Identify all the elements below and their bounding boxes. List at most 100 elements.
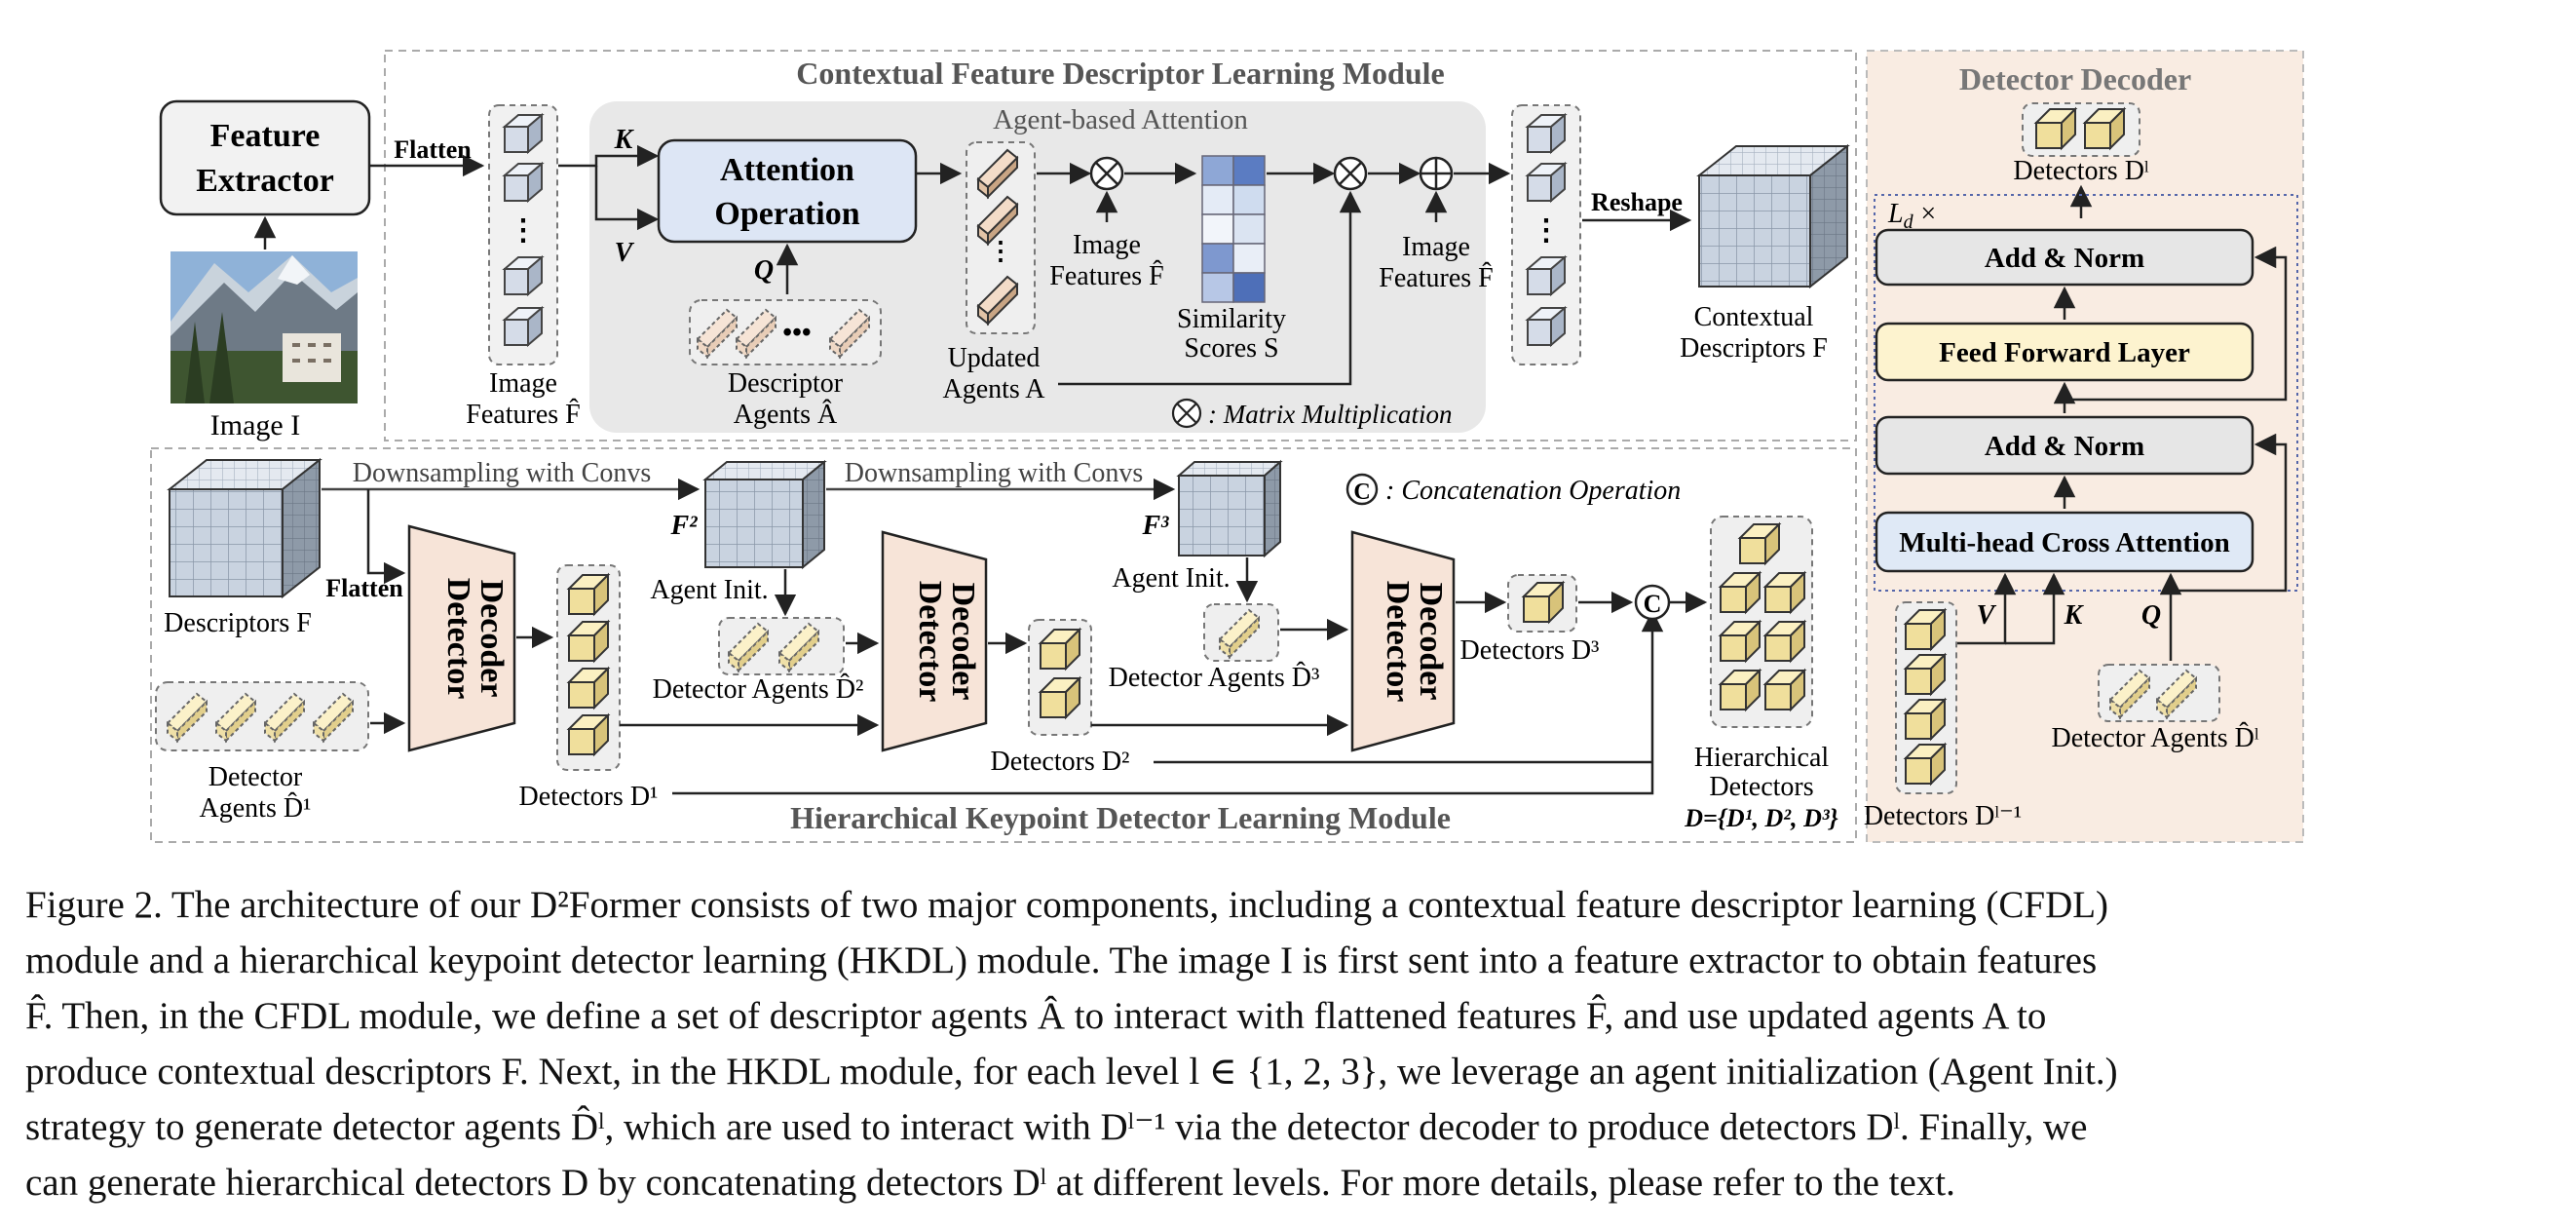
f3-cube [1176,459,1283,558]
descriptor-agents-label-2: Agents Â [734,400,838,430]
hier-detectors-label-2: Detectors [1709,772,1813,802]
caption-line: strategy to generate detector agents D̂ˡ… [25,1106,2088,1148]
architecture-figure: Contextual Feature Descriptor Learning M… [150,50,2304,843]
feature-extractor-box [159,99,371,216]
ld-label: L [1887,199,1904,229]
mhca-box [1875,511,2254,573]
hkdl-title: Hierarchical Keypoint Detector Learning … [790,800,1451,835]
descriptors-F-label: Descriptors F [164,608,312,638]
detector-agents-1-label-2: Agents D̂¹ [200,793,312,824]
concat-legend-text: : Concatenation Operation [1385,476,1681,506]
similarity-scores [1201,155,1266,303]
q-label: Q [754,255,774,286]
contextual-desc-label-2: Descriptors F [1680,333,1828,364]
flatten-label-top: Flatten [394,135,472,164]
contextual-desc-label-1: Contextual [1694,302,1814,332]
detectors-3-label: Detectors D³ [1460,635,1600,666]
add-norm-1-box [1875,228,2254,287]
decoder-1-label-1: Detector [440,578,476,700]
image-features-label-2: Features F̂ [466,400,580,430]
f2-cube [702,459,827,570]
similarity-label-2: Scores S [1184,333,1278,364]
detector-agents-2-label: Detector Agents D̂² [653,674,864,705]
decoder-agents-label: Detector Agents D̂ˡ [2051,723,2258,753]
caption-line: module and a hierarchical keypoint detec… [25,940,2098,981]
contextual-descriptors-cube [1696,143,1850,289]
reshape-label: Reshape [1591,188,1683,216]
feature-extractor-label-2: Extractor [196,163,334,199]
svg-text:⋮: ⋮ [1532,214,1561,247]
f3-label: F³ [1141,511,1169,541]
figure-caption: Figure 2. The architecture of our D²Form… [25,877,2442,1210]
input-image [170,251,358,403]
image-features-2-label-1: Image [1073,230,1141,260]
concat-legend-icon: C [1345,473,1379,506]
image-features-3-label-1: Image [1402,232,1470,262]
decoder-panel-title: Detector Decoder [1959,61,2191,96]
svg-text:C: C [1644,590,1662,618]
decoder-v-label: V [1977,600,1997,631]
f2-label: F² [669,511,698,541]
downsampling-label-1: Downsampling with Convs [353,458,651,488]
decoder-q-label: Q [2141,600,2161,631]
similarity-label-1: Similarity [1177,304,1286,334]
caption-line: F̂. Then, in the CFDL module, we define … [25,995,2047,1037]
decoder-k-label: K [2064,600,2085,631]
agent-init-2-label: Agent Init. [1112,563,1230,594]
detector-decoder-2 [881,530,988,752]
detectors-in-label: Detectors Dˡ⁻¹ [1864,801,2022,831]
matmul-icon-1 [1089,156,1124,191]
mhca-label: Multi-head Cross Attention [1899,527,2229,558]
hkdl-module: Hierarchical Keypoint Detector Learning … [150,447,1857,843]
hier-detectors-label-1: Hierarchical [1694,743,1830,773]
ffn-box [1875,322,2254,382]
detector-agents-3-label: Detector Agents D̂³ [1109,663,1320,693]
k-label: K [614,125,635,155]
add-icon [1419,156,1454,191]
ld-times: × [1919,199,1938,229]
updated-agents-label-1: Updated [948,343,1041,373]
decoder-2-label-2: Decoder [945,583,981,701]
agent-attention-title: Agent-based Attention [993,104,1248,135]
attention-op-label-2: Operation [714,196,859,232]
hier-detectors-label-3: D={D¹, D², D³} [1684,804,1837,832]
svg-text:C: C [1353,480,1370,505]
attention-operation-box [657,138,918,244]
detectors-1-label: Detectors D¹ [519,782,659,812]
ld-stack-box [1874,194,2298,592]
descriptor-agents-label-1: Descriptor [728,368,844,399]
svg-text:⋮: ⋮ [509,214,538,247]
feature-extractor-label-1: Feature [210,118,321,154]
caption-line: produce contextual descriptors F. Next, … [25,1051,2118,1093]
detector-decoder-3 [1350,530,1456,752]
svg-text:Ld×: Ld× [1887,199,1937,233]
descriptors-cube [167,457,322,599]
detector-agents-1-label-1: Detector [208,762,303,792]
svg-text:⋮: ⋮ [988,237,1013,265]
matmul-icon-2 [1333,156,1368,191]
cfdl-title: Contextual Feature Descriptor Learning M… [796,56,1444,91]
decoder-1-label-2: Decoder [474,580,510,698]
svg-text:•••: ••• [782,318,811,348]
add-norm-2-box [1875,415,2254,476]
v-label: V [615,238,635,268]
caption-line: Figure 2. The architecture of our D²Form… [25,884,2109,926]
ffn-label: Feed Forward Layer [1939,337,2190,368]
detectors-2-label: Detectors D² [991,747,1130,777]
image-label: Image I [210,409,300,441]
flatten-label-bottom: Flatten [325,574,403,602]
agent-init-1-label: Agent Init. [650,575,768,605]
decoder-3-label-1: Detector [1380,581,1416,703]
decoder-2-label-1: Detector [912,581,948,703]
concat-icon: C [1634,584,1671,621]
matmul-legend-icon [1171,398,1202,429]
ld-subscript: d [1904,211,1914,233]
add-norm-2-label: Add & Norm [1985,431,2144,462]
updated-agents-label-2: Agents A [943,374,1046,404]
image-features-label-1: Image [489,368,557,399]
add-norm-1-label: Add & Norm [1985,243,2144,274]
detector-decoder-1 [407,524,516,752]
detectors-out-label: Detectors Dˡ [2013,156,2149,186]
downsampling-label-2: Downsampling with Convs [845,458,1143,488]
detector-decoder-panel: Detector Decoder Detectors Dˡ Ld× Add & … [1864,50,2304,843]
